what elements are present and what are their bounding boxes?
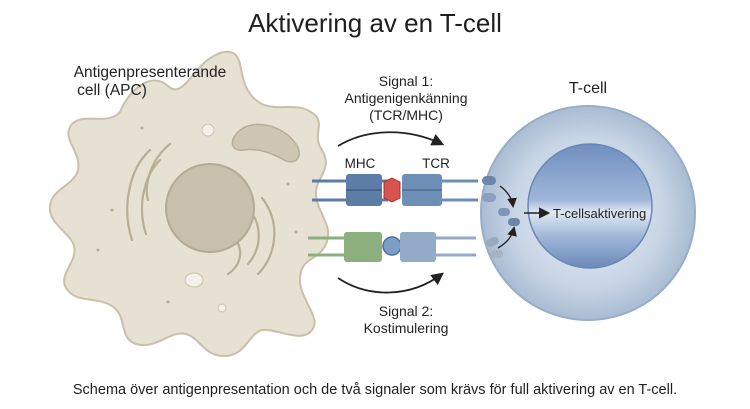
internal-arrow-1 <box>499 185 517 208</box>
vesicle <box>201 123 215 137</box>
mitochondrion <box>231 123 300 163</box>
costim-receptor <box>400 232 436 262</box>
t-cell-nucleus <box>527 143 653 269</box>
vesicle <box>184 272 204 288</box>
costim-binding <box>382 236 402 256</box>
diagram-title: Aktivering av en T-cell <box>248 8 502 38</box>
cytoplasm-dots <box>96 126 298 304</box>
apc-cell <box>48 50 330 358</box>
mhc-label: MHC <box>345 156 376 171</box>
apc-label-line1: Antigenpresenterande <box>74 64 227 81</box>
costim-ligand <box>344 232 382 262</box>
signal1-line3: (TCR/MHC) <box>369 107 443 123</box>
internal-arrow-2 <box>497 226 517 249</box>
activation-label: T-cellsaktivering <box>553 206 646 221</box>
signal2-arrow <box>337 272 445 294</box>
signal-molecules <box>482 176 520 258</box>
t-cell <box>480 105 696 321</box>
diagram-caption: Schema över antigenpresentation och de t… <box>72 382 678 398</box>
tcr-label: TCR <box>422 156 450 171</box>
signal2-line2: Kostimulering <box>364 320 449 336</box>
signal2-line1: Signal 2: <box>379 303 433 319</box>
apc-nucleus <box>165 163 255 253</box>
signal1-line2: Antigenigenkänning <box>345 90 468 106</box>
signal1-line1: Signal 1: <box>379 73 433 89</box>
vesicle <box>217 303 227 313</box>
apc-label-line2: cell (APC) <box>77 82 147 99</box>
tcell-label: T-cell <box>569 80 607 97</box>
mhc-tcr-complex <box>312 174 478 206</box>
signal1-arrow <box>337 131 445 147</box>
costimulation-complex <box>308 232 476 262</box>
antigen-peptide <box>383 177 401 203</box>
